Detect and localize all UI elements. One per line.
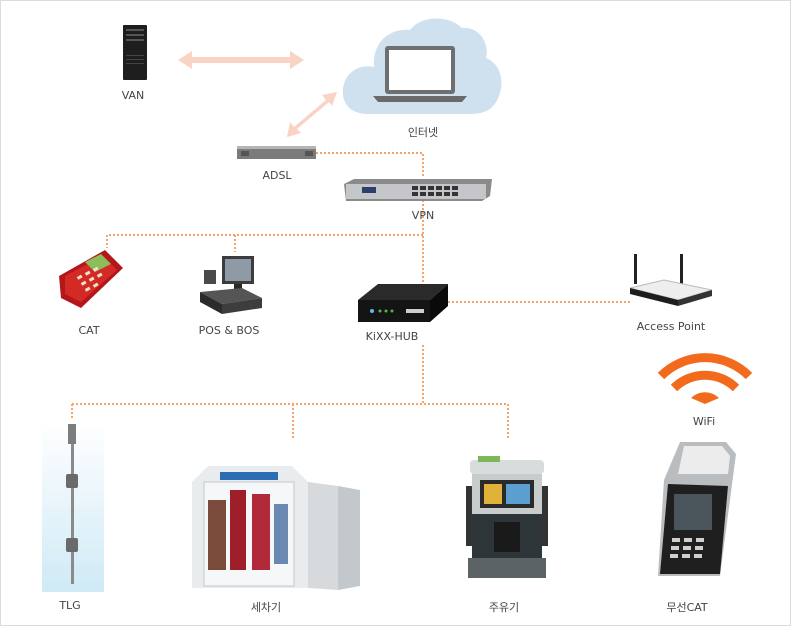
laptop-icon	[373, 46, 467, 102]
router-icon	[629, 254, 713, 306]
line-branch-cat-pos	[106, 234, 423, 248]
access-point-label: Access Point	[636, 320, 706, 333]
wireless-terminal-icon	[658, 442, 736, 576]
adsl-modem-icon	[237, 146, 316, 159]
arrow-van-internet	[178, 51, 304, 69]
cat-label: CAT	[78, 324, 100, 337]
cloud-icon	[342, 18, 502, 114]
wifi-label: WiFi	[692, 415, 716, 428]
vpn-label: VPN	[411, 209, 435, 222]
arrow-adsl-internet	[287, 92, 337, 137]
server-icon	[123, 25, 147, 80]
pos-bos-label: POS & BOS	[198, 324, 260, 337]
line-adsl-vpn	[316, 152, 424, 178]
car-wash-icon	[192, 466, 360, 590]
internet-label: 인터넷	[407, 126, 439, 139]
card-terminal-icon	[59, 250, 123, 308]
van-label: VAN	[121, 89, 145, 102]
vpn-appliance-icon	[344, 179, 492, 201]
tlg-label: TLG	[59, 599, 81, 612]
hub-device-icon	[358, 284, 448, 322]
fuel-dispenser-label: 주유기	[488, 601, 520, 614]
car-wash-label: 세차기	[250, 601, 282, 614]
pos-terminal-icon	[200, 256, 262, 314]
wireless-cat-label: 무선CAT	[666, 601, 708, 614]
wifi-icon	[657, 353, 753, 404]
fuel-dispenser-icon	[466, 456, 548, 578]
adsl-label: ADSL	[262, 169, 292, 182]
tank-level-gauge-icon	[42, 422, 104, 592]
hub-label: KiXX-HUB	[365, 330, 419, 343]
